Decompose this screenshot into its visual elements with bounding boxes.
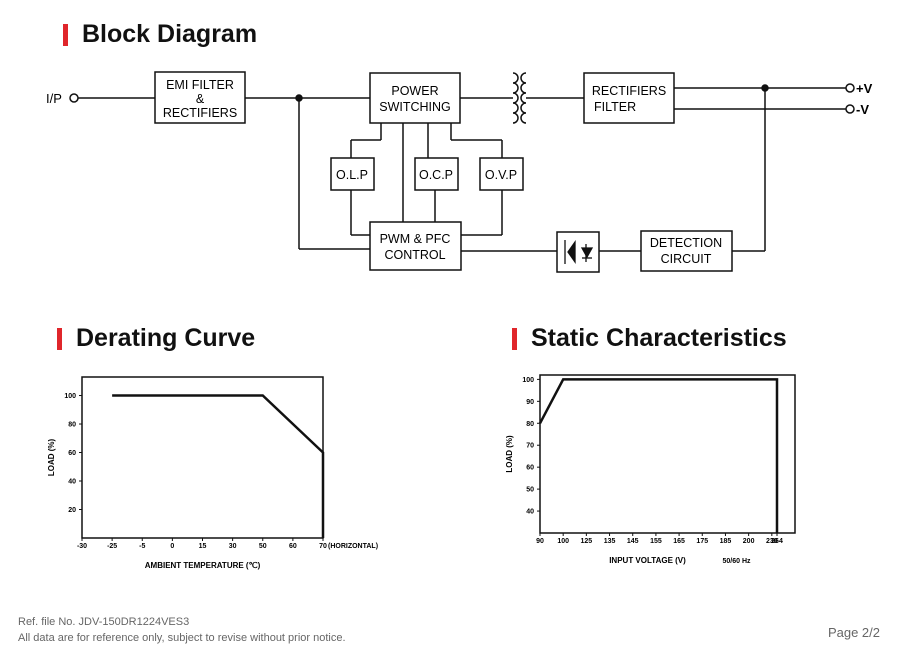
block-diagram-title: Block Diagram — [63, 20, 257, 49]
rectifiers-filter-line2: FILTER — [594, 100, 636, 114]
block-diagram-title-text: Block Diagram — [82, 20, 258, 48]
block-diagram: I/P EMI FILTER & RECTIFIERS POWER SWITCH… — [46, 71, 873, 273]
svg-text:SWITCHING: SWITCHING — [379, 100, 451, 114]
svg-text:PWM & PFC: PWM & PFC — [380, 232, 451, 246]
detection-line1: DETECTION — [650, 236, 722, 250]
plot-frame — [81, 376, 324, 539]
x-tick-label: 155 — [650, 538, 662, 545]
x-tick-label: -5 — [139, 543, 145, 550]
y-axis-label: LOAD (%) — [505, 435, 514, 473]
power-switching-line1: POWER — [391, 84, 438, 98]
y-tick-label: 70 — [526, 443, 534, 450]
x-tick-label: 175 — [696, 538, 708, 545]
pwm-line2: CONTROL — [384, 248, 445, 262]
svg-text:CIRCUIT: CIRCUIT — [661, 252, 712, 266]
y-tick-label: 80 — [68, 422, 76, 429]
ovp-label: O.V.P — [485, 168, 517, 182]
y-tick-label: 80 — [526, 421, 534, 428]
ocp-label: O.C.P — [419, 168, 453, 182]
static-title: Static Characteristics — [512, 324, 787, 353]
title-marker — [63, 23, 68, 46]
rectifiers-filter-line1: RECTIFIERS — [592, 84, 666, 98]
x-tick-label: -30 — [77, 543, 87, 550]
x-axis-label: INPUT VOLTAGE (V) — [609, 556, 686, 565]
x-tick-label: 230 — [766, 538, 778, 545]
plot-frame — [539, 374, 796, 534]
static-title-text: Static Characteristics — [531, 324, 787, 352]
x-tick-label: 145 — [627, 538, 639, 545]
emi-line3: RECTIFIERS — [163, 106, 237, 120]
footer-note: All data are for reference only, subject… — [18, 632, 346, 644]
x-tick-label: 90 — [536, 538, 544, 545]
x-axis-label: AMBIENT TEMPERATURE (℃) — [145, 561, 261, 570]
svg-text:CONTROL: CONTROL — [384, 248, 445, 262]
svg-text:&: & — [196, 92, 205, 106]
y-tick-label: 100 — [522, 377, 534, 384]
x-tick-label: 100 — [557, 538, 569, 545]
x-tick-label: -25 — [107, 543, 117, 550]
x-tick-label: 135 — [604, 538, 616, 545]
svg-text:POWER: POWER — [391, 84, 438, 98]
pwm-line1: PWM & PFC — [380, 232, 451, 246]
derating-curve-line — [112, 394, 325, 538]
y-tick-label: 20 — [68, 507, 76, 514]
x-tick-label: 264 — [771, 538, 783, 545]
derating-title: Derating Curve — [57, 324, 255, 353]
svg-text:O.V.P: O.V.P — [485, 168, 517, 182]
x-tick-label: 15 — [199, 543, 207, 550]
title-marker — [512, 327, 517, 350]
emi-line2: & — [196, 92, 205, 106]
input-label: I/P — [46, 91, 62, 106]
static-curve-line — [538, 378, 779, 533]
x-tick-label: 0 — [170, 543, 174, 550]
x-tick-label: 185 — [720, 538, 732, 545]
olp-label: O.L.P — [336, 168, 368, 182]
y-tick-label: 100 — [64, 393, 76, 400]
x-tick-label: 165 — [673, 538, 685, 545]
x-axis-note: 50/60 Hz — [723, 558, 752, 565]
detection-line2: CIRCUIT — [661, 252, 712, 266]
svg-text:O.L.P: O.L.P — [336, 168, 368, 182]
svg-text:DETECTION: DETECTION — [650, 236, 722, 250]
title-marker — [57, 327, 62, 350]
x-tick-label: 30 — [229, 543, 237, 550]
optocoupler-icon — [564, 239, 594, 265]
x-tick-label: 200 — [743, 538, 755, 545]
y-tick-label: 50 — [526, 487, 534, 494]
y-tick-label: 40 — [526, 509, 534, 516]
x-tick-label: 50 — [259, 543, 267, 550]
output-negative: -V — [856, 102, 869, 117]
page-number: Page 2/2 — [827, 625, 880, 640]
derating-title-text: Derating Curve — [76, 324, 256, 352]
y-tick-label: 40 — [68, 479, 76, 486]
output-positive: +V — [856, 81, 873, 96]
y-axis-label: LOAD (%) — [47, 439, 56, 477]
power-switching-line2: SWITCHING — [379, 100, 451, 114]
x-tick-label: 70 — [319, 543, 327, 550]
svg-text:RECTIFIERS: RECTIFIERS — [163, 106, 237, 120]
x-tick-label: 60 — [289, 543, 297, 550]
emi-line1: EMI FILTER — [166, 78, 234, 92]
svg-text:RECTIFIERS: RECTIFIERS — [592, 84, 666, 98]
derating-chart: -30 -25 -5 0 15 30 50 60 70 20 40 60 80 100 (HORIZONTA… — [47, 376, 378, 570]
y-tick-label: 60 — [526, 465, 534, 472]
svg-text:EMI FILTER: EMI FILTER — [166, 78, 234, 92]
svg-text:FILTER: FILTER — [594, 100, 636, 114]
y-tick-label: 60 — [68, 450, 76, 457]
footer-ref: Ref. file No. JDV-150DR1224VES3 — [18, 616, 190, 628]
svg-text:O.C.P: O.C.P — [419, 168, 453, 182]
x-axis-note: (HORIZONTAL) — [328, 543, 378, 550]
x-tick-label: 125 — [581, 538, 593, 545]
y-tick-label: 90 — [526, 399, 534, 406]
